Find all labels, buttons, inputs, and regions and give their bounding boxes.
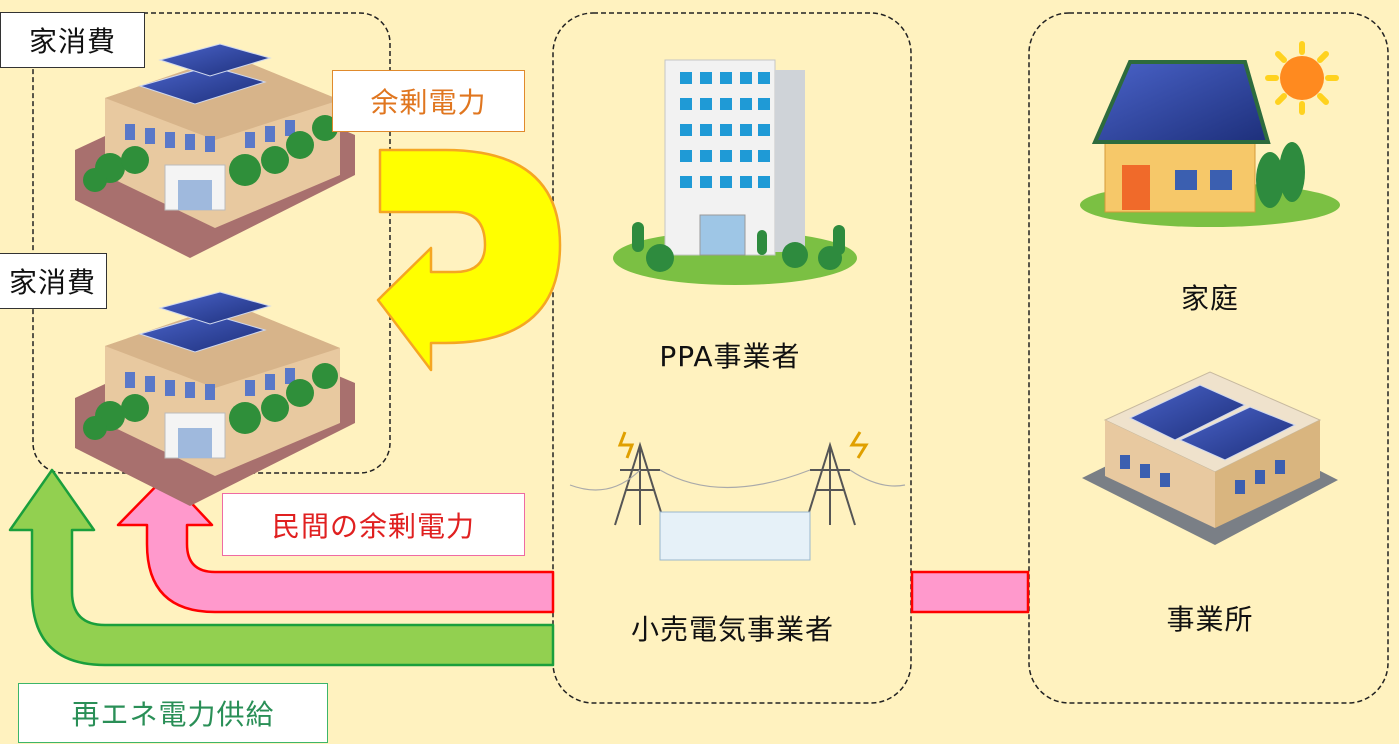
- renewable-supply-arrow: [8, 468, 555, 667]
- retail-operator-label: 小売電気事業者: [630, 613, 834, 646]
- private-surplus-label: 民間の余剰電力: [222, 493, 525, 556]
- office-label: 事業所: [1166, 603, 1254, 636]
- surplus-return-arrow: [376, 148, 562, 372]
- surplus-power-label: 余剰電力: [332, 70, 525, 132]
- self-consumption-label-top: 家消費: [0, 12, 145, 68]
- retail-to-consumer-connector: [910, 570, 1030, 614]
- renewable-supply-label: 再エネ電力供給: [18, 683, 328, 743]
- house-illustration: [1080, 41, 1340, 227]
- ppa-operator-label: PPA事業者: [659, 340, 801, 373]
- office-illustration: [1082, 371, 1338, 545]
- self-consumption-label-bottom: 家消費: [0, 253, 107, 309]
- power-grid-illustration: [569, 431, 906, 526]
- operator-group-frame: [552, 12, 912, 704]
- ppa-building-illustration: [613, 59, 857, 285]
- household-label: 家庭: [1180, 282, 1239, 315]
- substation-illustration: [659, 511, 811, 561]
- private-surplus-arrow: [116, 474, 555, 614]
- consumer-group-frame: [1028, 12, 1389, 704]
